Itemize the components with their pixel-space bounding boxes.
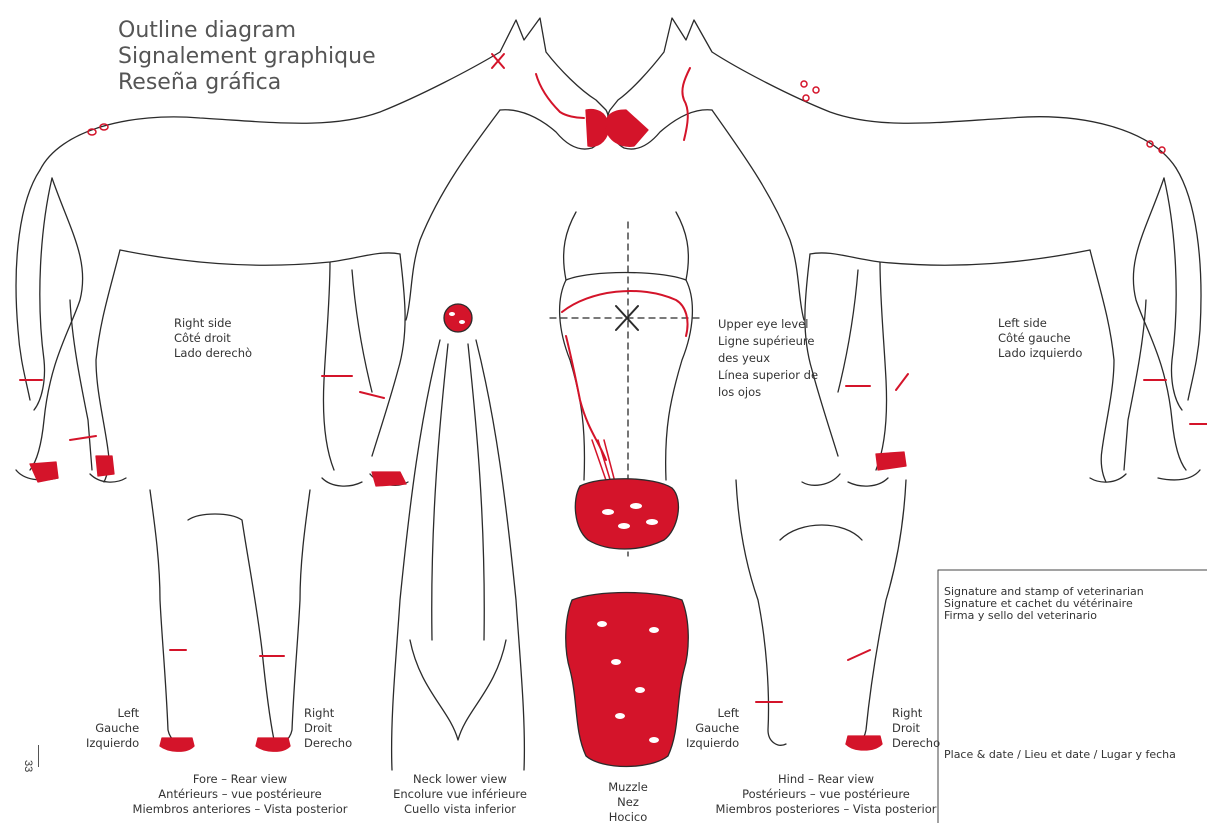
fore-caption-es: Miembros anteriores – Vista posterior [110, 802, 370, 817]
fore-left-es: Izquierdo [86, 736, 139, 751]
neck-caption-es: Cuello vista inferior [370, 802, 550, 817]
hind-right-fr: Droit [892, 721, 940, 736]
neck-caption-fr: Encolure vue inférieure [370, 787, 550, 802]
fore-left-en: Left [86, 706, 139, 721]
hind-right-label: Right Droit Derecho [892, 706, 940, 751]
hind-rear-view [736, 480, 906, 750]
muzzle-caption-fr: Nez [588, 795, 668, 810]
title-fr: Signalement graphique [118, 44, 376, 70]
muzzle-view [566, 593, 689, 767]
fore-caption-fr: Antérieurs – vue postérieure [110, 787, 370, 802]
right-side-label: Right side Côté droit Lado derechò [174, 316, 252, 361]
hind-caption-en: Hind – Rear view [696, 772, 956, 787]
hind-caption-fr: Postérieurs – vue postérieure [696, 787, 956, 802]
fore-rear-view [150, 490, 310, 751]
place-date-field[interactable]: Place & date / Lieu et date / Lugar y fe… [944, 747, 1176, 762]
hind-right-en: Right [892, 706, 940, 721]
muzzle-caption: Muzzle Nez Hocico [588, 780, 668, 825]
hind-caption-es: Miembros posteriores – Vista posterior [696, 802, 956, 817]
neck-caption-en: Neck lower view [370, 772, 550, 787]
hind-caption: Hind – Rear view Postérieurs – vue posté… [696, 772, 956, 817]
signature-es: Firma y sello del veterinario [944, 610, 1144, 622]
fore-caption: Fore – Rear view Antérieurs – vue postér… [110, 772, 370, 817]
eye-level-label: Upper eye level Ligne supérieure des yeu… [718, 316, 818, 401]
left-side-label: Left side Côté gauche Lado izquierdo [998, 316, 1082, 361]
fore-caption-en: Fore – Rear view [110, 772, 370, 787]
fore-right-es: Derecho [304, 736, 352, 751]
fore-left-fr: Gauche [86, 721, 139, 736]
fore-right-en: Right [304, 706, 352, 721]
muzzle-caption-en: Muzzle [588, 780, 668, 795]
left-side-fr: Côté gauche [998, 331, 1082, 346]
neck-lower-view [392, 304, 525, 770]
hind-left-fr: Gauche [686, 721, 739, 736]
right-side-fr: Côté droit [174, 331, 252, 346]
eye-level-fr-1: Ligne supérieure [718, 333, 818, 350]
eye-level-fr-2: des yeux [718, 350, 818, 367]
right-side-en: Right side [174, 316, 252, 331]
fore-right-fr: Droit [304, 721, 352, 736]
eye-level-en: Upper eye level [718, 316, 818, 333]
left-side-es: Lado izquierdo [998, 346, 1082, 361]
hind-right-es: Derecho [892, 736, 940, 751]
hind-left-en: Left [686, 706, 739, 721]
fore-right-label: Right Droit Derecho [304, 706, 352, 751]
signature-box: Signature and stamp of veterinarian Sign… [944, 586, 1144, 622]
front-head [550, 212, 704, 556]
hind-left-label: Left Gauche Izquierdo [686, 706, 739, 751]
eye-level-es-2: los ojos [718, 384, 818, 401]
page-number-divider [38, 745, 39, 767]
page-title: Outline diagram Signalement graphique Re… [118, 18, 376, 96]
left-side-en: Left side [998, 316, 1082, 331]
left-side-horse [606, 18, 1207, 486]
right-side-es: Lado derechò [174, 346, 252, 361]
page-number: 33 [22, 760, 34, 772]
fore-left-label: Left Gauche Izquierdo [86, 706, 139, 751]
hind-left-es: Izquierdo [686, 736, 739, 751]
eye-level-es-1: Línea superior de [718, 367, 818, 384]
title-en: Outline diagram [118, 18, 376, 44]
neck-caption: Neck lower view Encolure vue inférieure … [370, 772, 550, 817]
title-es: Reseña gráfica [118, 70, 376, 96]
